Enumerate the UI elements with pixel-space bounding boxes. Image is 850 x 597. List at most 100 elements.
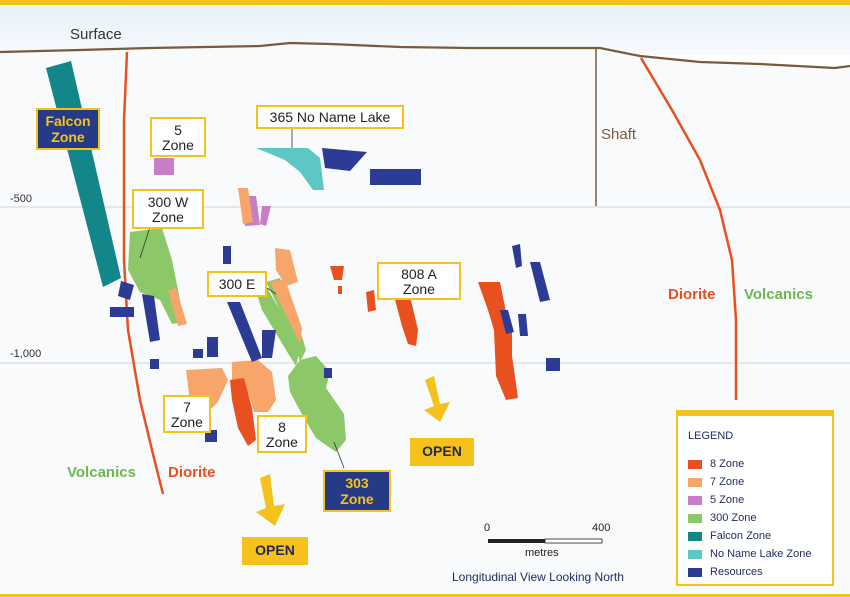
w300-7zone-sliver [168,288,187,326]
e300-zone-label: 300 E [207,271,267,297]
depth-label-1000: -1,000 [10,348,42,360]
resource-e300-1 [223,246,231,264]
legend-swatch-300-zone [688,514,702,523]
legend-label-falcon-zone: Falcon Zone [710,530,772,542]
caption: Longitudinal View Looking North [452,570,624,584]
legend-label-resources: Resources [710,566,763,578]
resource-center-5 [205,430,217,442]
open-label-left: OPEN [242,537,308,565]
leader-303 [333,441,345,469]
no-name-lake-label: 365 No Name Lake [256,105,404,129]
z303-zone-label-line2: Zone [340,491,374,507]
legend-swatch-7-zone [688,478,702,487]
diorite-contact-right [639,57,738,400]
diorite-right-label: Diorite [668,286,716,303]
leader-w300 [139,226,151,259]
five-zone-label: 5 Zone [150,117,206,157]
a808-zone-label-line1: 808 A [401,266,437,282]
no-name-lake-body [256,148,324,190]
legend-label-no-name-lake-zone: No Name Lake Zone [710,548,812,560]
resource-east-4 [518,314,528,336]
seven-zone-body-3 [232,360,276,412]
eight-zone-body-6 [478,282,518,400]
legend-label-300-zone: 300 Zone [710,512,757,524]
resource-east-5 [546,358,560,371]
diorite-left-label: Diorite [168,464,216,481]
top-border [0,0,850,5]
eight-zone-body-4 [366,290,376,312]
e300-zone-body [254,283,300,366]
bottom-border [0,594,850,597]
scale-bar-black [488,539,545,543]
legend-swatch-no-name-lake-zone [688,550,702,559]
legend-swatch-5-zone [688,496,702,505]
legend-swatch-8-zone [688,460,702,469]
resource-w300-2 [110,307,134,317]
depth-label-500: -500 [10,193,33,205]
resource-w300-1 [118,281,134,300]
scale-end: 400 [592,522,611,534]
eight-zone-body-3 [338,286,342,294]
scale-start: 0 [484,522,491,534]
open-arrow-left [256,474,285,526]
seven-zone-label-line2: Zone [171,414,203,430]
seven-zone-body-1 [275,248,298,286]
resource-w300-3 [142,294,160,342]
falcon-zone-label: Falcon Zone [36,108,100,150]
resource-center-2 [207,337,218,357]
ground-fill [0,43,850,597]
volcanics-left-label: Volcanics [67,464,136,481]
w300-zone-label-line2: Zone [152,209,184,225]
eight-zone-body-1 [230,378,256,446]
surface-line [0,41,850,70]
eight-zone-label-line1: 8 [278,419,286,435]
resource-nnl-1 [322,148,367,171]
legend-swatch-falcon-zone [688,532,702,541]
seven-zone-label-line1: 7 [183,399,191,415]
seven-zone-label: 7 Zone [163,395,211,433]
z303-zone-body [288,356,346,452]
w300-zone-label: 300 W Zone [132,189,204,229]
sky-band [0,0,850,55]
five-zone-label-line1: 5 [174,122,182,138]
resource-east-2 [530,262,550,302]
five-zone-label-line2: Zone [162,137,194,153]
resource-center-3 [193,349,203,358]
seven-zone-body-5 [270,279,302,344]
five-zone-body-1 [154,158,174,175]
scale-unit: metres [525,547,559,559]
resource-center-4 [262,330,276,358]
falcon-zone-label-line1: Falcon [45,113,91,129]
eight-zone-label-line2: Zone [266,434,298,450]
legend-label-8-zone: 8 Zone [710,458,745,470]
shaft-label: Shaft [601,126,637,143]
legend: LEGEND 8 Zone 7 Zone 5 Zone 300 Zone Fal… [676,410,834,586]
diorite-contact-left [122,51,165,495]
resource-w300-4 [150,359,159,369]
legend-title: LEGEND [688,430,734,442]
legend-label-7-zone: 7 Zone [710,476,745,488]
surface-label: Surface [70,26,122,43]
volcanics-right-label: Volcanics [744,286,813,303]
scale-bar-white [544,538,603,544]
open-arrow-right [424,376,450,422]
e300-zone-body-2 [266,278,306,362]
five-zone-body-3 [260,206,271,226]
resource-east-3 [500,310,514,334]
a808-zone-label: 808 A Zone [377,262,461,300]
z303-zone-label: 303 Zone [323,470,391,512]
eight-zone-body-5 [394,296,418,346]
eight-zone-body-2 [330,266,344,280]
legend-label-5-zone: 5 Zone [710,494,745,506]
open-label-right: OPEN [410,438,474,466]
z303-zone-label-line1: 303 [345,475,369,491]
eight-zone-label: 8 Zone [257,415,307,453]
w300-zone-label-line1: 300 W [147,194,189,210]
seven-zone-body-2 [238,188,253,224]
resource-center-6 [324,368,332,378]
falcon-zone-label-line2: Zone [51,129,85,145]
resource-center-1 [227,302,262,362]
legend-swatch-resources [688,568,702,577]
